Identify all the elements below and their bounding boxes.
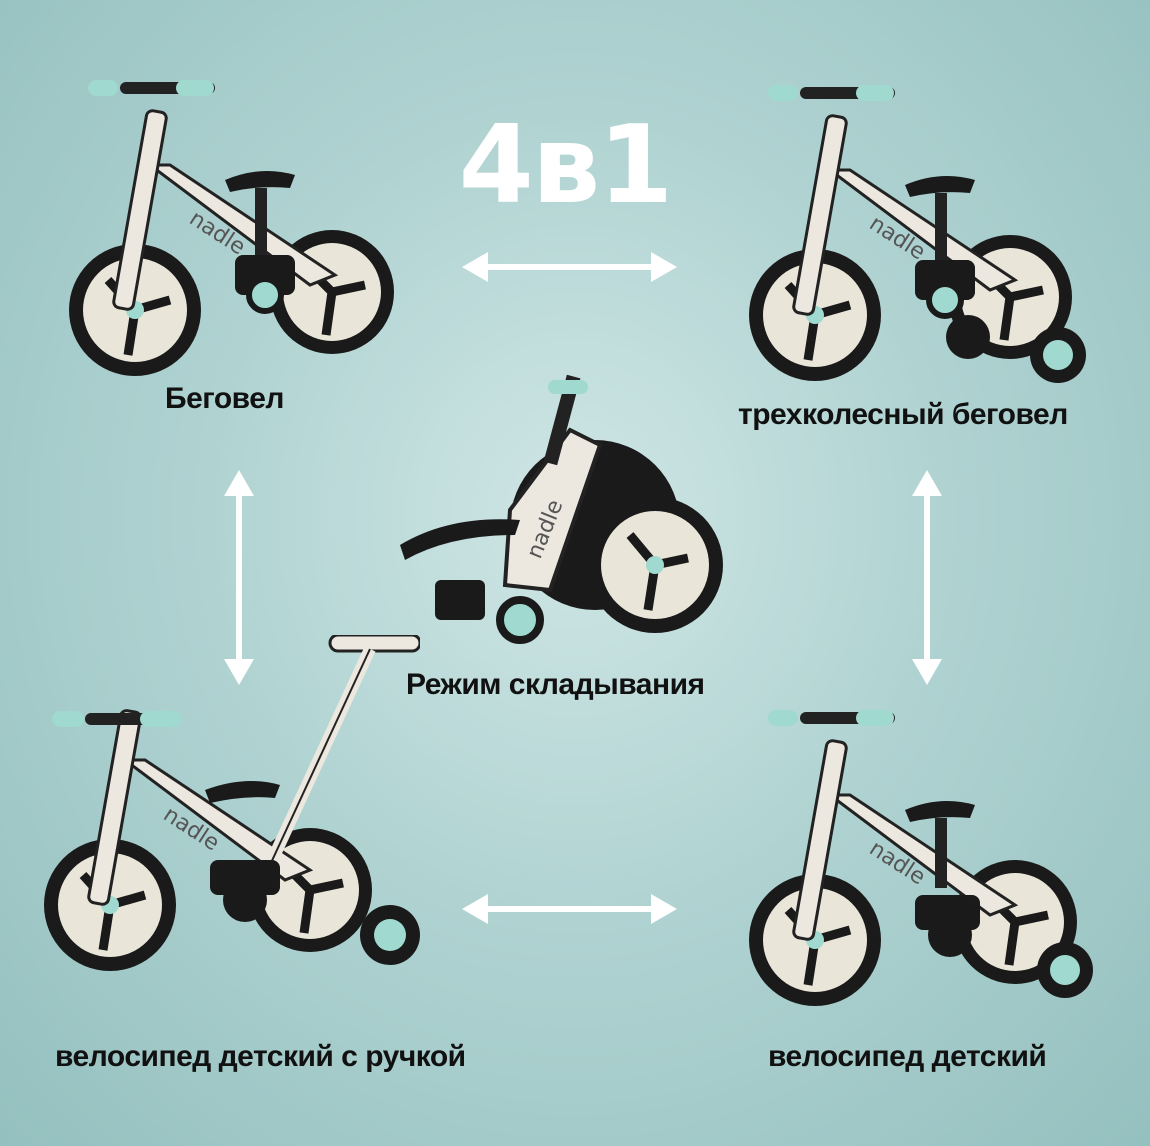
kids-bike-image: nadle: [749, 710, 1093, 1006]
double-arrow-horizontal-bottom-icon: [462, 894, 677, 924]
kids-bike-label: велосипед детский: [768, 1040, 1047, 1073]
three-wheel-balance-bike-image: nadle: [749, 85, 1086, 383]
folded-bike-image: nadle: [400, 374, 723, 644]
double-arrow-vertical-left-icon: [224, 470, 254, 685]
double-arrow-vertical-right-icon: [912, 470, 942, 685]
three-wheel-balance-bike-label: трехколесный беговел: [738, 398, 1068, 431]
folding-mode-label: Режим складывания: [406, 668, 705, 701]
balance-bike-image: nadle: [69, 80, 394, 376]
kids-bike-with-handle-label: велосипед детский с ручкой: [55, 1040, 466, 1073]
kids-bike-with-handle-image: nadle: [44, 635, 420, 971]
page-title: 4в1: [458, 103, 674, 228]
double-arrow-horizontal-top-icon: [462, 252, 677, 282]
balance-bike-label: Беговел: [165, 382, 284, 415]
